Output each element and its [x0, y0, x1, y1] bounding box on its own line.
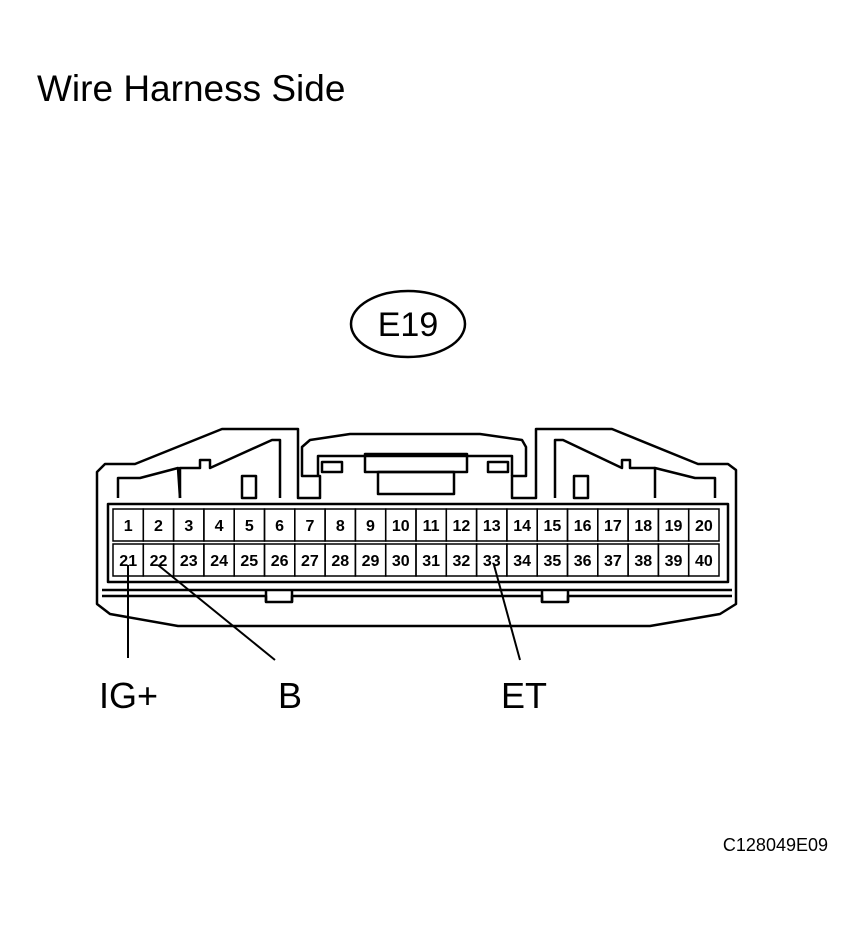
pin-number-17: 17 — [604, 518, 622, 535]
pin-number-3: 3 — [184, 518, 193, 535]
callout-lines — [127, 564, 521, 661]
pin-number-5: 5 — [245, 518, 254, 535]
reference-code: C128049E09 — [722, 835, 828, 855]
pin-number-36: 36 — [574, 553, 592, 570]
pin-number-16: 16 — [574, 518, 592, 535]
page-title: Wire Harness Side — [37, 68, 346, 109]
pin-number-7: 7 — [305, 518, 314, 535]
callout-label-et: ET — [501, 675, 547, 716]
pin-number-12: 12 — [453, 518, 471, 535]
pin-number-15: 15 — [544, 518, 562, 535]
pin-number-26: 26 — [271, 553, 289, 570]
pin-cell-20 — [687, 508, 720, 542]
pin-number-8: 8 — [336, 518, 345, 535]
connector-housing — [95, 427, 738, 628]
pin-number-35: 35 — [544, 553, 562, 570]
pin-number-11: 11 — [423, 518, 440, 535]
pin-number-10: 10 — [392, 518, 410, 535]
pin-number-39: 39 — [665, 553, 683, 570]
pin-cell-40 — [687, 543, 720, 577]
pin-number-13: 13 — [483, 518, 501, 535]
pin-number-9: 9 — [366, 518, 375, 535]
pin-number-29: 29 — [362, 553, 380, 570]
pin-number-20: 20 — [695, 518, 713, 535]
pin-number-2: 2 — [154, 518, 163, 535]
pin-number-24: 24 — [210, 553, 228, 570]
callout-line-b — [157, 564, 276, 661]
pin-number-1: 1 — [124, 518, 133, 535]
pin-number-27: 27 — [301, 553, 319, 570]
pin-number-40: 40 — [695, 553, 713, 570]
pin-number-28: 28 — [331, 553, 349, 570]
pin-number-6: 6 — [275, 518, 284, 535]
pin-number-30: 30 — [392, 553, 410, 570]
callout-label-ig: IG+ — [99, 675, 158, 716]
pin-number-37: 37 — [604, 553, 622, 570]
pin-number-32: 32 — [453, 553, 471, 570]
pin-number-4: 4 — [215, 518, 224, 535]
callout-line-et — [493, 564, 521, 661]
pin-number-14: 14 — [513, 518, 531, 535]
pin-number-34: 34 — [513, 553, 531, 570]
callout-label-b: B — [278, 675, 302, 716]
pin-number-33: 33 — [483, 553, 501, 570]
pin-number-31: 31 — [422, 553, 440, 570]
pin-number-19: 19 — [665, 518, 683, 535]
pin-number-23: 23 — [180, 553, 198, 570]
connector-id-text: E19 — [378, 306, 439, 344]
connector-id-badge: E19 — [349, 289, 467, 359]
pin-number-18: 18 — [634, 518, 652, 535]
pin-number-21: 21 — [119, 553, 137, 570]
pin-number-25: 25 — [240, 553, 258, 570]
pin-number-38: 38 — [634, 553, 652, 570]
pin-number-22: 22 — [150, 553, 168, 570]
